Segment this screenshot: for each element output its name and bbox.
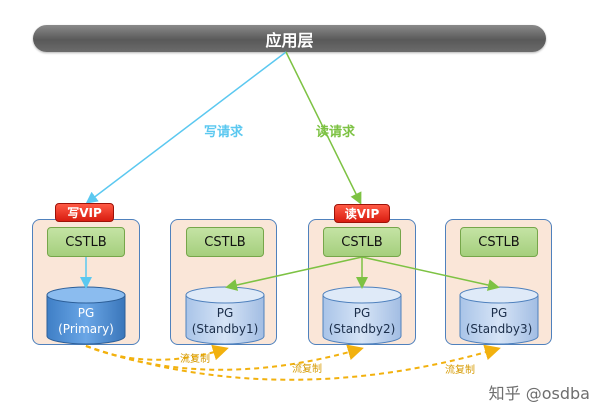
db-cylinder-standby3: [459, 286, 539, 345]
write-request-arrow: [85, 51, 287, 204]
db-role: (Standby3): [465, 322, 533, 336]
cstlb-box-primary: CSTLB: [47, 227, 125, 257]
db-cylinder-standby1: [185, 286, 265, 345]
db-role: (Standby2): [328, 322, 396, 336]
db-role: (Primary): [58, 322, 114, 336]
watermark-text: 知乎 @osdba: [488, 384, 590, 403]
read-lb-to-standby1-arrow: [225, 256, 363, 291]
cstlb-label: CSTLB: [65, 234, 107, 250]
db-name: PG: [490, 306, 508, 320]
cstlb-label: CSTLB: [204, 234, 246, 250]
write-request-label: 写请求: [204, 125, 244, 140]
replication-label-2: 流复制: [292, 364, 322, 375]
db-label-standby1: PG (Standby1): [186, 305, 264, 337]
db-name: PG: [353, 306, 371, 320]
replication-arrow-standby3: [85, 344, 501, 381]
app-layer-label: 应用层: [265, 30, 314, 50]
read-vip-badge: 读VIP: [334, 204, 390, 223]
app-layer-bar: 应用层: [33, 25, 546, 52]
db-cylinder-primary: [46, 286, 126, 345]
read-lb-to-standby3-arrow: [361, 256, 500, 291]
cstlb-label: CSTLB: [341, 234, 383, 250]
db-cylinder-standby2: [322, 286, 402, 345]
cstlb-label: CSTLB: [478, 234, 520, 250]
write-vip-label: 写VIP: [67, 206, 102, 220]
replication-label-3: 流复制: [445, 365, 475, 376]
read-vip-label: 读VIP: [344, 207, 380, 221]
read-request-arrow: [285, 51, 362, 205]
write-vip-badge: 写VIP: [55, 203, 114, 222]
db-name: PG: [216, 306, 234, 320]
replication-label-1: 流复制: [180, 354, 210, 365]
cstlb-box-standby1: CSTLB: [186, 227, 264, 257]
db-role: (Standby1): [191, 322, 259, 336]
db-label-standby3: PG (Standby3): [460, 305, 538, 337]
cstlb-box-standby2: CSTLB: [323, 227, 401, 257]
cstlb-box-standby3: CSTLB: [460, 227, 538, 257]
db-label-standby2: PG (Standby2): [323, 305, 401, 337]
read-request-label: 读请求: [316, 125, 356, 140]
db-label-primary: PG (Primary): [47, 305, 125, 337]
db-name: PG: [77, 306, 95, 320]
